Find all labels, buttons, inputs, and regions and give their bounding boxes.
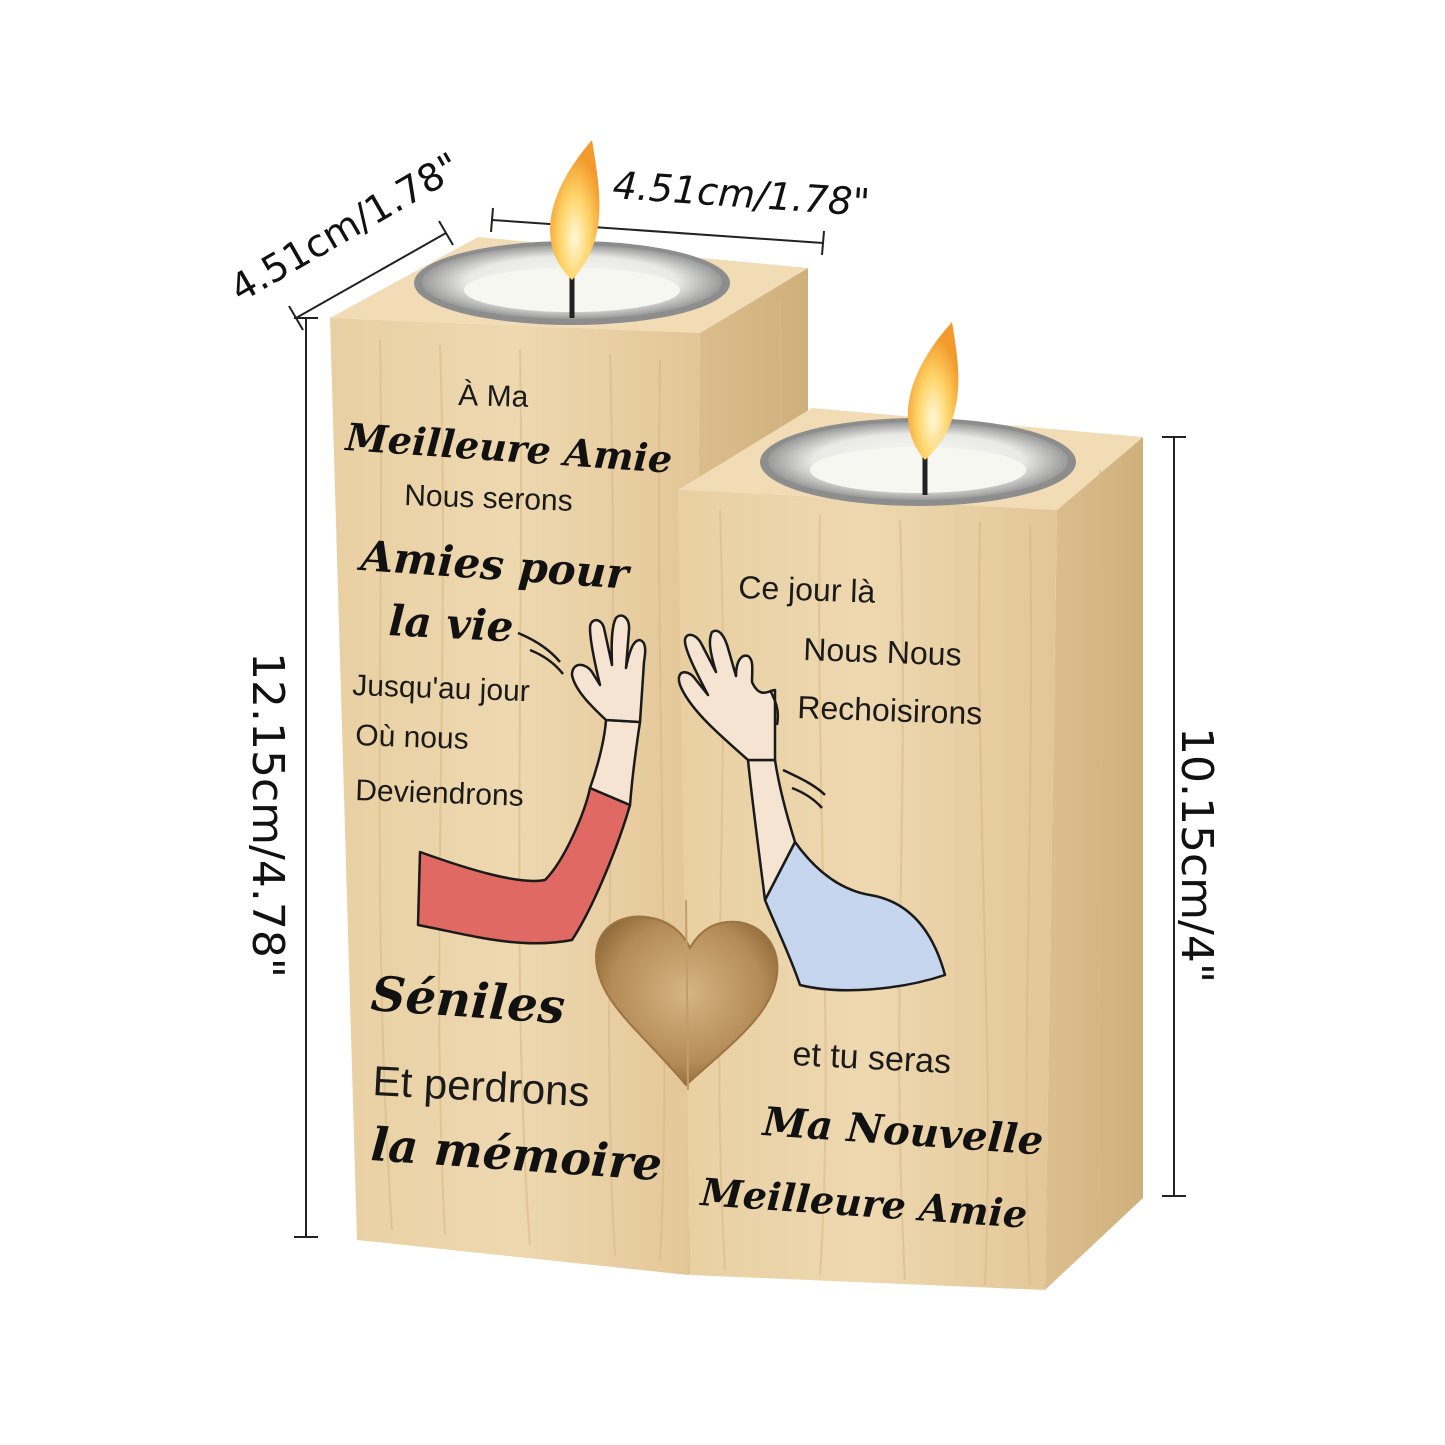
- left-line-3: Nous serons: [404, 479, 573, 518]
- right-line-3: Rechoisirons: [797, 689, 983, 731]
- right-line-4: et tu seras: [792, 1035, 953, 1081]
- left-line-1: À Ma: [458, 379, 529, 414]
- flame-left: [550, 140, 600, 280]
- left-line-6: Jusqu'au jour: [352, 669, 531, 708]
- left-block-message: À Ma Meilleure Amie Nous serons Amies po…: [342, 379, 673, 1191]
- left-line-8: Deviendrons: [355, 774, 524, 813]
- left-line-5: la vie: [387, 596, 514, 651]
- left-line-10: Et perdrons: [372, 1057, 591, 1115]
- right-line-2: Nous Nous: [803, 631, 962, 673]
- right-line-1: Ce jour là: [738, 569, 876, 610]
- left-line-9: Séniles: [369, 966, 567, 1035]
- flame-right: [907, 322, 959, 460]
- dimension-lines: [288, 207, 1186, 1238]
- width-dimension-label: 4.51cm/1.78": [611, 163, 871, 225]
- short-height-dimension-label: 10.15cm/4": [1171, 727, 1222, 983]
- left-line-7: Où nous: [355, 719, 470, 756]
- blue-sleeve-hand-illustration: [677, 629, 947, 992]
- red-sleeve-hand-illustration: [416, 614, 647, 945]
- tall-height-dimension-label: 12.15cm/4.78": [242, 652, 293, 978]
